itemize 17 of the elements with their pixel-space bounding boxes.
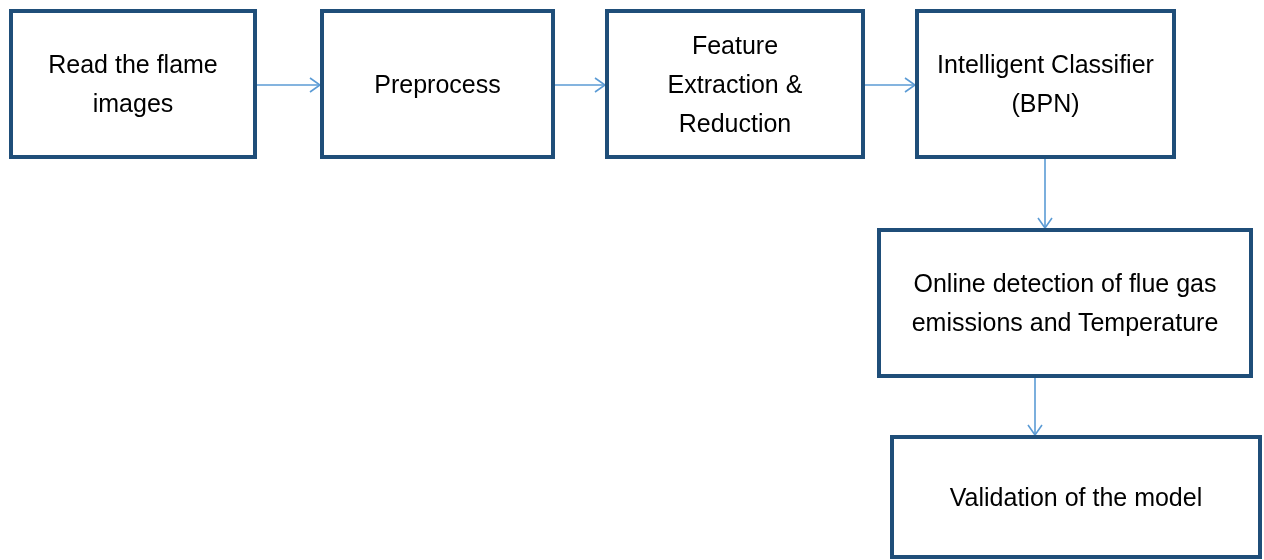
process-box: [320, 9, 555, 159]
arrow: [554, 77, 606, 93]
arrow: [1037, 158, 1053, 229]
process-box: [605, 9, 865, 159]
process-box: [877, 228, 1253, 378]
box-label: Preprocess: [374, 68, 501, 100]
box-label: Intelligent Classifier (BPN): [936, 49, 1155, 119]
box-label: Validation of the model: [949, 481, 1203, 513]
box-label: Read the flame images: [47, 49, 219, 119]
arrow: [1027, 377, 1043, 436]
arrow: [256, 77, 321, 93]
box-label: Feature Extraction & Reduction: [666, 29, 804, 139]
box-label: Online detection of flue gas emissions and Temperature: [910, 268, 1220, 338]
process-box: [890, 435, 1262, 559]
process-box: [915, 9, 1176, 159]
process-box: [9, 9, 257, 159]
arrow: [864, 77, 916, 93]
